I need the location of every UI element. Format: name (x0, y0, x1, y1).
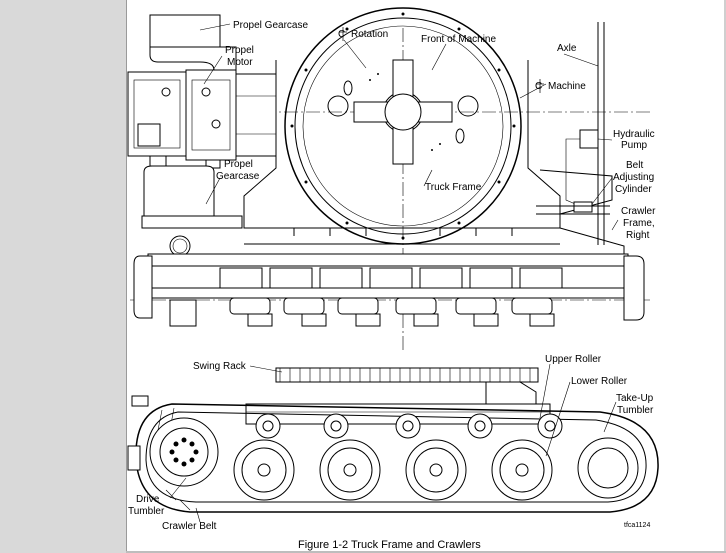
label-belt-adjusting-2: Adjusting (613, 172, 654, 183)
label-propel-motor-1: Propel (225, 45, 254, 56)
truck-frame-body (243, 60, 561, 229)
label-crawler-belt: Crawler Belt (162, 521, 217, 532)
frame-pegs (293, 228, 513, 236)
page-bottom-edge (126, 551, 726, 553)
callout-labels: Propel Gearcase Propel Motor C Rotation … (128, 20, 656, 532)
belt-adjusting-cylinder (573, 201, 593, 213)
centerline-symbol-icon: C (338, 27, 347, 41)
label-hydraulic-pump-2: Pump (621, 140, 648, 151)
top-view (127, 7, 650, 350)
crawler-belt (135, 403, 659, 513)
label-front-of-machine: Front of Machine (421, 34, 496, 45)
label-crawler-frame-2: Frame, (623, 218, 655, 229)
lower-rollers-top-view (169, 297, 555, 327)
take-up-tumbler (577, 437, 639, 499)
crawler-plates (219, 267, 563, 289)
label-drive-tumbler-2: Tumbler (128, 506, 165, 517)
swing-circle-outer (284, 7, 522, 245)
propel-motor (185, 69, 237, 161)
centerline-symbol-icon-2: C (535, 79, 544, 93)
svg-text:C: C (338, 29, 345, 40)
svg-text:C: C (535, 81, 542, 92)
swing-circle-bolts (290, 12, 516, 240)
label-machine: Machine (548, 81, 586, 92)
label-propel-gearcase-left-1: Propel (224, 159, 253, 170)
page-left-edge (126, 0, 127, 553)
leader-lines (169, 23, 619, 523)
side-view (127, 367, 659, 513)
label-hydraulic-pump-1: Hydraulic (613, 129, 655, 140)
label-propel-motor-2: Motor (227, 57, 253, 68)
upper-rollers (255, 413, 563, 439)
label-crawler-frame-1: Crawler (621, 206, 656, 217)
label-belt-adjusting-1: Belt (626, 160, 643, 171)
propel-gearcase-top (149, 14, 221, 48)
take-up-end (623, 255, 645, 321)
label-take-up-tumbler-1: Take-Up (616, 393, 654, 404)
label-axle: Axle (557, 43, 577, 54)
drive-tumbler-end (133, 255, 153, 319)
drawing-id: tfca1124 (624, 522, 650, 529)
figure-caption: Figure 1-2 Truck Frame and Crawlers (298, 539, 481, 551)
label-take-up-tumbler-2: Tumbler (617, 405, 654, 416)
left-sidebar-panel (0, 0, 126, 553)
label-rotation: Rotation (351, 29, 388, 40)
label-crawler-frame-3: Right (626, 230, 650, 241)
label-belt-adjusting-3: Cylinder (615, 184, 652, 195)
label-truck-frame: Truck Frame (425, 182, 482, 193)
hydraulic-pump (579, 129, 599, 149)
page-right-edge (724, 0, 726, 553)
label-lower-roller: Lower Roller (571, 376, 628, 387)
propel-gearcase-left (143, 165, 215, 217)
drive-tumbler (149, 417, 219, 487)
label-upper-roller: Upper Roller (545, 354, 602, 365)
swing-rack (275, 367, 539, 383)
lower-rollers (233, 439, 553, 501)
label-drive-tumbler-1: Drive (136, 494, 160, 505)
label-propel-gearcase-left-2: Gearcase (216, 171, 260, 182)
label-propel-gearcase-top: Propel Gearcase (233, 20, 308, 31)
label-swing-rack: Swing Rack (193, 361, 247, 372)
